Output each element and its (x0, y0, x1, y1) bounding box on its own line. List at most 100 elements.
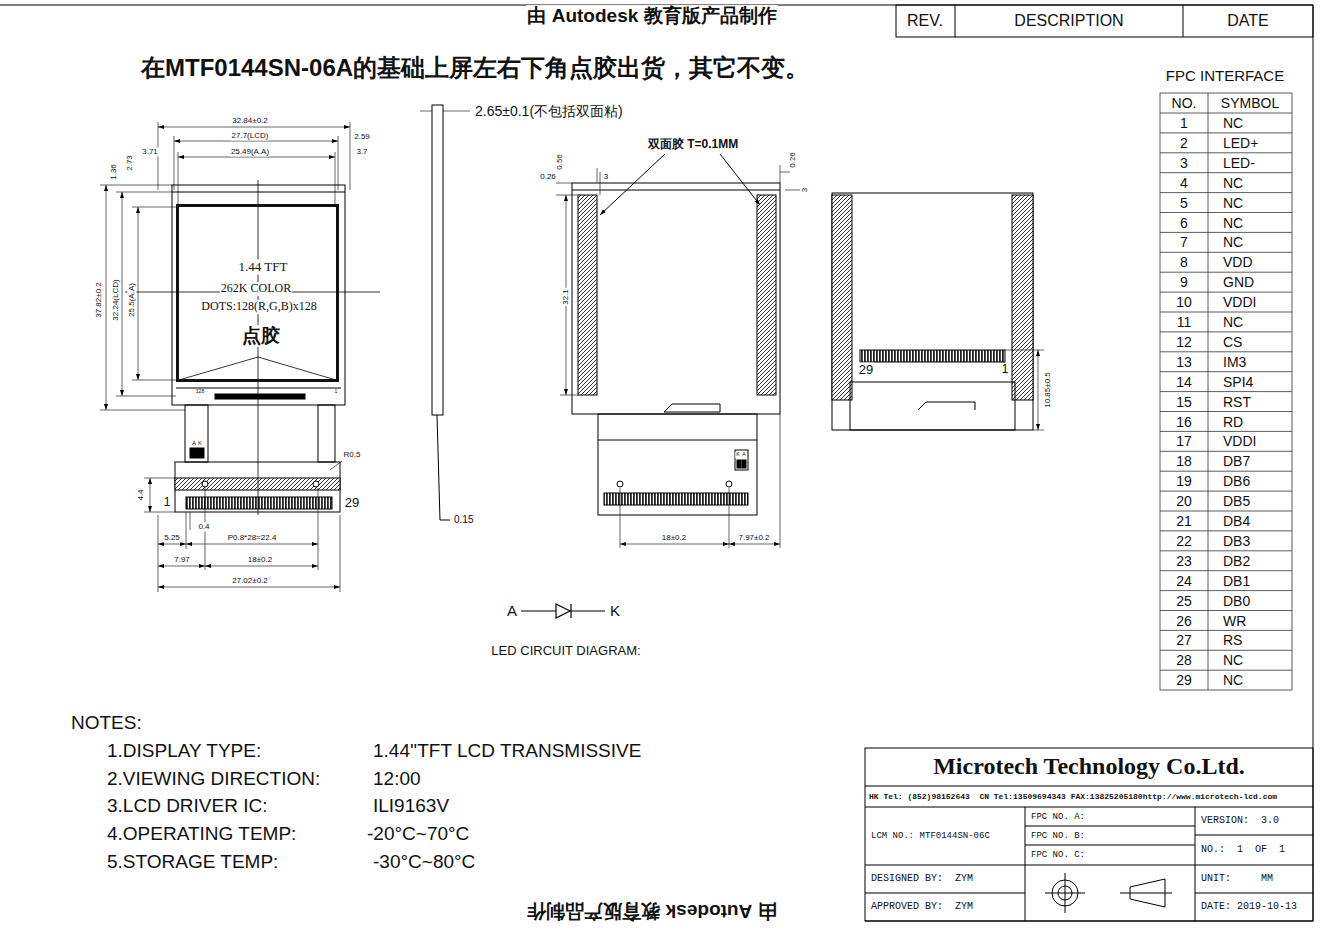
tape-leader (720, 154, 760, 205)
drawing-title: 在MTF0144SN-06A的基础上屏左右下角点胶出货，其它不变。 (140, 54, 810, 82)
dimension-line (560, 395, 578, 396)
front-view (179, 357, 336, 380)
pin-table-cell: LED+ (1222, 135, 1259, 151)
back-view (664, 404, 720, 412)
front-view (186, 497, 332, 509)
pin-table-grid (1160, 93, 1292, 690)
dimension-label: 29 (858, 363, 874, 378)
pin-table-cell: 14 (1175, 374, 1193, 390)
pin-table-cell: 13 (1175, 354, 1193, 370)
dimension-label: 29 (344, 496, 360, 511)
dimension-line (158, 122, 350, 205)
pin-table-cell: 19 (1175, 473, 1193, 489)
pin-table-cell: NC (1222, 195, 1244, 211)
display-text: 点胶 (241, 325, 281, 347)
pin-table-cell: NO. (1171, 95, 1198, 111)
dimension-label: 1 (163, 496, 172, 510)
dimension-label: A (741, 452, 746, 458)
pin-table-cell: GND (1222, 274, 1255, 290)
right-view (832, 193, 1033, 430)
dimension-line (729, 544, 780, 545)
dimension-label: P0.8*28=22.4 (227, 533, 278, 542)
dimension-label: 27.7(LCD) (231, 131, 270, 140)
dimension-label: 3 (800, 187, 809, 193)
pin-table-cell: 28 (1175, 652, 1193, 668)
dimension-label: 0.26 (788, 151, 797, 169)
pin-table-cell: 27 (1175, 632, 1193, 648)
back-view (598, 440, 757, 441)
dimension-label: 2.59 (353, 132, 371, 141)
pin-table-cell: 9 (1179, 274, 1189, 290)
back-view (735, 450, 748, 470)
pin-table-cell: 10 (1175, 294, 1193, 310)
dimension-label: 5.25 (163, 533, 181, 542)
pin-table-cell: RST (1222, 394, 1252, 410)
dimension-label: 32.1 (561, 288, 570, 306)
display-text: 1.44 TFT (238, 260, 289, 275)
pin-table-cell: 26 (1175, 612, 1193, 628)
pin-table-cell: DB7 (1222, 453, 1251, 469)
watermark-text: 由 Autodesk 教育版产品制作 (526, 900, 777, 922)
side-view (420, 105, 470, 520)
pin-table-cell: NC (1222, 314, 1244, 330)
title-block-grid (865, 748, 1313, 921)
projection-symbol (1120, 879, 1172, 907)
title-block-text: APPROVED BY: ZYM (870, 901, 974, 913)
pin-table-grid (1160, 93, 1292, 690)
front-view (202, 481, 208, 487)
pin-table-cell: 2 (1179, 135, 1189, 151)
pin-table-cell: 16 (1175, 413, 1193, 429)
dimension-line (186, 544, 318, 545)
dimension-line (178, 157, 335, 158)
side-view (437, 415, 450, 520)
dimension-line (106, 185, 107, 410)
revision-header: DESCRIPTION (1013, 12, 1124, 30)
pin-table-cell: VDD (1222, 254, 1254, 270)
title-block-text: DESIGNED BY: ZYM (870, 873, 974, 885)
pin-table-grid (1160, 93, 1292, 690)
pin-table-cell: 6 (1179, 214, 1189, 230)
right-view (850, 382, 1015, 430)
note-text: 2.VIEWING DIRECTION: (106, 768, 321, 790)
dimension-label: 25.5(A.A) (127, 282, 136, 318)
pin-table-cell: IM3 (1222, 354, 1247, 370)
back-view (742, 460, 746, 468)
pin-table-cell: NC (1222, 652, 1244, 668)
back-view (598, 414, 757, 515)
dimension-label: 0.15 (453, 514, 474, 526)
right-view (1012, 195, 1033, 400)
dimension-label: 25.49(A.A) (230, 147, 270, 156)
dimension-label: 18±0.2 (247, 555, 273, 564)
dimension-label: 18±0.2 (661, 533, 687, 542)
pin-table-cell: DB1 (1222, 573, 1251, 589)
back-view (737, 460, 741, 468)
sheet-frame (955, 5, 1183, 37)
dimension-label: 2.65±0.1(不包括双面粘) (474, 103, 624, 119)
dimension-line (620, 414, 780, 548)
pin-table-cell: 20 (1175, 493, 1193, 509)
dimension-line (158, 544, 186, 545)
display-text: 262K COLOR (220, 282, 292, 296)
pin-table-cell: NC (1222, 175, 1244, 191)
dimension-label: 1 (334, 389, 339, 395)
front-view (313, 481, 319, 487)
right-view (918, 402, 975, 410)
dimension-label: 32.84±0.2 (231, 116, 269, 125)
pin-table-cell: 17 (1175, 433, 1193, 449)
dimension-line (158, 127, 350, 128)
dimension-label: 32.24(LCD) (111, 278, 120, 321)
dimension-line (556, 165, 800, 195)
front-view (185, 405, 208, 462)
title-block-text: VERSION: 3.0 (1200, 815, 1280, 827)
back-view (604, 493, 748, 505)
led-diagram-label: LED CIRCUIT DIAGRAM: (490, 644, 641, 659)
pin-table-cell: RD (1222, 413, 1244, 429)
led-symbol (556, 604, 570, 618)
pin-table-cell: NC (1222, 214, 1244, 230)
pin-table-cell: 21 (1175, 513, 1193, 529)
title-block-text: DATE: 2019-10-13 (1200, 901, 1298, 913)
lcd-active-area: 1.44 TFT262K COLORDOTS:128(R,G,B)x128点胶 (176, 204, 339, 382)
pin-table-cell: 8 (1179, 254, 1189, 270)
right-view (1038, 350, 1039, 430)
